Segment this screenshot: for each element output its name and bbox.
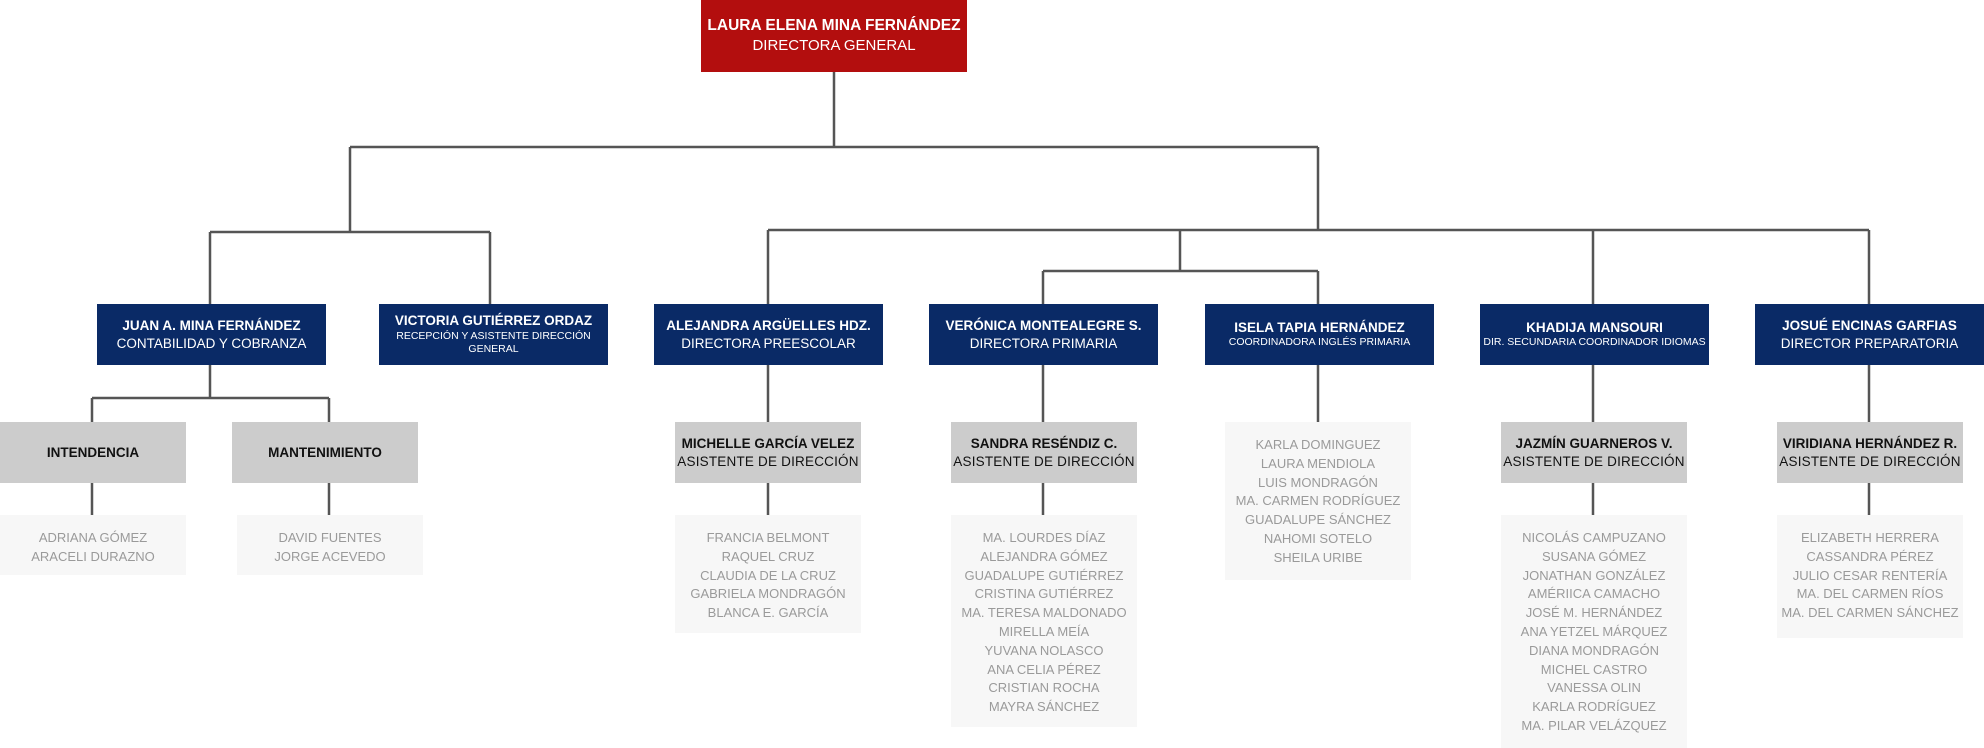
staff-list-secundaria: NICOLÁS CAMPUZANO SUSANA GÓMEZ JONATHAN … [1501,515,1687,748]
manager-box-primaria: VERÓNICA MONTEALEGRE S. DIRECTORA PRIMAR… [929,304,1158,365]
staff-name: ELIZABETH HERRERA [1801,530,1939,545]
manager-box-recepcion: VICTORIA GUTIÉRREZ ORDAZ RECEPCIÓN Y ASI… [379,304,608,365]
staff-name: MICHEL CASTRO [1540,661,1648,677]
staff-name: FRANCIA BELMONT [706,530,830,545]
assistant-role: ASISTENTE DE DIRECCIÓN [1779,453,1961,469]
staff-name: VANESSA OLIN [1547,680,1641,696]
assistant-name: VIRIDIANA HERNÁNDEZ R. [1782,435,1958,451]
staff-name: KARLA DOMINGUEZ [1255,437,1381,452]
assistant-name: SANDRA RESÉNDIZ C. [970,435,1118,451]
staff-name: NAHOMI SOTELO [1263,530,1373,546]
manager-box-preparatoria: JOSUÉ ENCINAS GARFIAS DIRECTOR PREPARATO… [1755,304,1984,365]
manager-role: CONTABILIDAD Y COBRANZA [116,335,307,351]
staff-name: MA. LOURDES DÍAZ [982,530,1106,545]
staff-list-preparatoria: ELIZABETH HERRERA CASSANDRA PÉREZ JULIO … [1777,515,1963,638]
staff-name: JORGE ACEVEDO [274,548,386,564]
staff-name: MA. DEL CARMEN SÁNCHEZ [1781,605,1959,621]
staff-name: ADRIANA GÓMEZ [38,530,148,545]
staff-name: ALEJANDRA GÓMEZ [980,548,1108,564]
staff-name: ANA YETZEL MÁRQUEZ [1520,623,1668,639]
staff-list-ingles: KARLA DOMINGUEZ LAURA MENDIOLA LUIS MOND… [1225,422,1411,580]
assistant-box-primaria: SANDRA RESÉNDIZ C. ASISTENTE DE DIRECCIÓ… [951,422,1137,483]
manager-box-contabilidad: JUAN A. MINA FERNÁNDEZ CONTABILIDAD Y CO… [97,304,326,365]
staff-name: JOSÉ M. HERNÁNDEZ [1525,605,1663,621]
manager-box-ingles: ISELA TAPIA HERNÁNDEZ COORDINADORA INGLÉ… [1205,304,1434,365]
manager-box-preescolar: ALEJANDRA ARGÜELLES HDZ. DIRECTORA PREES… [654,304,883,365]
staff-name: JONATHAN GONZÁLEZ [1522,567,1666,583]
department-label: MANTENIMIENTO [268,444,382,460]
staff-name: CLAUDIA DE LA CRUZ [700,567,836,583]
manager-name: ISELA TAPIA HERNÁNDEZ [1234,319,1405,335]
manager-role: RECEPCIÓN Y ASISTENTE DIRECCIÓN GENERAL [396,329,591,356]
staff-name: MAYRA SÁNCHEZ [988,699,1100,715]
manager-name: KHADIJA MANSOURI [1526,319,1663,335]
manager-box-secundaria: KHADIJA MANSOURI DIR. SECUNDARIA COORDIN… [1480,304,1709,365]
staff-name: MA. CARMEN RODRÍGUEZ [1235,493,1401,509]
department-box-mantenimiento: MANTENIMIENTO [232,422,418,483]
staff-list-intendencia: ADRIANA GÓMEZ ARACELI DURAZNO [0,515,186,575]
director-box: LAURA ELENA MINA FERNÁNDEZ DIRECTORA GEN… [701,0,967,72]
staff-name: JULIO CESAR RENTERÍA [1792,567,1948,583]
staff-name: GUADALUPE SÁNCHEZ [1245,512,1391,528]
manager-name: VERÓNICA MONTEALEGRE S. [945,317,1142,333]
manager-role: DIRECTORA PRIMARIA [969,335,1118,351]
assistant-box-secundaria: JAZMÍN GUARNEROS V. ASISTENTE DE DIRECCI… [1501,422,1687,483]
manager-name: JOSUÉ ENCINAS GARFIAS [1782,317,1957,333]
staff-name: DIANA MONDRAGÓN [1528,642,1659,658]
manager-role: COORDINADORA INGLÉS PRIMARIA [1228,336,1411,349]
assistant-box-preparatoria: VIRIDIANA HERNÁNDEZ R. ASISTENTE DE DIRE… [1777,422,1963,483]
staff-name: BLANCA E. GARCÍA [707,605,829,621]
manager-name: ALEJANDRA ARGÜELLES HDZ. [666,317,871,333]
staff-name: SUSANA GÓMEZ [1541,548,1647,564]
staff-name: RAQUEL CRUZ [721,548,815,564]
assistant-role: ASISTENTE DE DIRECCIÓN [1503,453,1685,469]
manager-name: VICTORIA GUTIÉRREZ ORDAZ [394,313,593,329]
staff-name: GABRIELA MONDRAGÓN [690,586,846,602]
assistant-role: ASISTENTE DE DIRECCIÓN [953,453,1135,469]
staff-name: MA. TERESA MALDONADO [961,605,1127,621]
staff-name: YUVANA NOLASCO [984,642,1104,658]
assistant-name: JAZMÍN GUARNEROS V. [1515,435,1673,451]
department-box-intendencia: INTENDENCIA [0,422,186,483]
staff-name: MA. PILAR VELÁZQUEZ [1521,717,1667,733]
manager-name: JUAN A. MINA FERNÁNDEZ [122,317,301,333]
staff-name: LUIS MONDRAGÓN [1258,474,1378,490]
staff-list-preescolar: FRANCIA BELMONT RAQUEL CRUZ CLAUDIA DE L… [675,515,861,633]
manager-role: DIRECTORA PREESCOLAR [681,335,856,351]
staff-name: GUADALUPE GUTIÉRREZ [964,567,1124,583]
staff-list-primaria: MA. LOURDES DÍAZ ALEJANDRA GÓMEZ GUADALU… [951,515,1137,727]
director-name: LAURA ELENA MINA FERNÁNDEZ [707,17,961,35]
assistant-box-preescolar: MICHELLE GARCÍA VELEZ ASISTENTE DE DIREC… [675,422,861,483]
director-role: DIRECTORA GENERAL [752,37,916,55]
department-label: INTENDENCIA [46,444,140,460]
staff-name: CRISTINA GUTIÉRREZ [974,586,1114,602]
staff-name: MA. DEL CARMEN RÍOS [1796,586,1944,602]
staff-name: MIRELLA MEÍA [998,623,1090,639]
staff-name: CRISTIAN ROCHA [988,680,1100,696]
manager-role: DIR. SECUNDARIA COORDINADOR IDIOMAS [1483,336,1706,349]
staff-name: SHEILA URIBE [1273,549,1363,565]
staff-list-mantenimiento: DAVID FUENTES JORGE ACEVEDO [237,515,423,575]
staff-name: ARACELI DURAZNO [31,548,155,564]
staff-name: CASSANDRA PÉREZ [1806,548,1934,564]
assistant-name: MICHELLE GARCÍA VELEZ [681,435,855,451]
staff-name: LAURA MENDIOLA [1260,455,1376,471]
staff-name: ANA CELIA PÉREZ [987,661,1101,677]
staff-name: AMÉRIICA CAMACHO [1527,586,1661,602]
assistant-role: ASISTENTE DE DIRECCIÓN [677,453,859,469]
manager-role: DIRECTOR PREPARATORIA [1780,335,1959,351]
staff-name: KARLA RODRÍGUEZ [1532,699,1656,715]
staff-name: NICOLÁS CAMPUZANO [1522,530,1666,545]
staff-name: DAVID FUENTES [278,530,382,545]
